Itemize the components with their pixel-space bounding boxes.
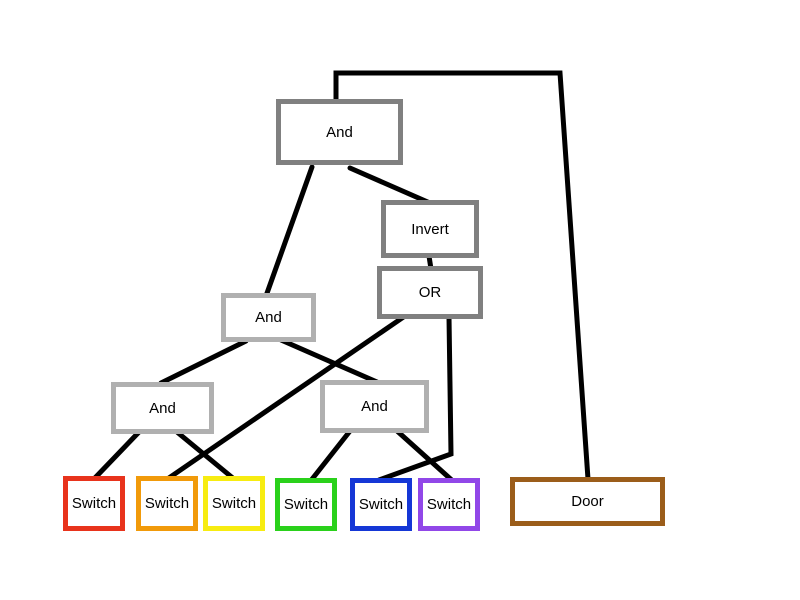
switch-label: Switch <box>71 495 117 512</box>
and-gate-right-label: And <box>361 398 388 415</box>
wire-and-right-to-green-switch <box>306 428 353 486</box>
wire-and-mid-to-and-right <box>278 337 380 385</box>
and-gate-left: And <box>111 382 214 434</box>
switch-red: Switch <box>63 476 125 531</box>
wire-and-left-to-yellow-switch <box>174 429 237 482</box>
and-gate-left-label: And <box>149 399 176 417</box>
wire-and-top-to-door <box>333 70 591 482</box>
door-label: Door <box>571 493 604 510</box>
wire-and-top-to-and-mid <box>263 164 315 299</box>
and-gate-mid: And <box>221 293 316 342</box>
switch-label: Switch <box>358 496 404 513</box>
wire-and-left-to-red-switch <box>89 429 142 484</box>
door-box: Door <box>510 477 665 526</box>
wire-and-top-to-invert <box>347 165 433 206</box>
switch-label: Switch <box>211 495 257 512</box>
switch-green: Switch <box>275 478 337 531</box>
switch-blue: Switch <box>350 478 412 531</box>
wire-and-right-to-purple-switch <box>393 427 458 486</box>
switch-label: Switch <box>426 496 472 513</box>
wire-and-mid-to-and-left <box>158 338 249 386</box>
and-gate-top-label: And <box>326 123 353 141</box>
invert-gate-label: Invert <box>411 220 449 238</box>
and-gate-top: And <box>276 99 403 165</box>
wire-or-to-blue-switch <box>376 314 454 483</box>
switch-yellow: Switch <box>203 476 265 531</box>
invert-gate: Invert <box>381 200 479 258</box>
switch-orange: Switch <box>136 476 198 531</box>
or-gate: OR <box>377 266 483 319</box>
switch-label: Switch <box>283 496 329 513</box>
switch-purple: Switch <box>418 478 480 531</box>
switch-label: Switch <box>144 495 190 512</box>
and-gate-mid-label: And <box>255 309 282 326</box>
or-gate-label: OR <box>418 284 442 301</box>
and-gate-right: And <box>320 380 429 433</box>
